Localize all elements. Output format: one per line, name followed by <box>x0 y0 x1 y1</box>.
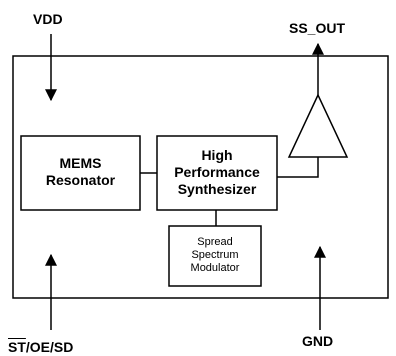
mems-resonator-label: MEMS Resonator <box>21 155 140 189</box>
mems-line2: Resonator <box>45 172 116 188</box>
ssm-line3: Modulator <box>190 262 240 274</box>
ssm-label: Spread Spectrum Modulator <box>169 236 261 275</box>
synth-to-buffer-wire <box>277 157 319 178</box>
synthesizer-label: High Performance Synthesizer <box>157 147 277 198</box>
triangle-buffer-icon <box>287 93 349 158</box>
chip-outline <box>12 55 389 299</box>
synth-line3: Synthesizer <box>177 181 257 197</box>
synth-line1: High <box>201 147 233 163</box>
ssm-line2: Spectrum <box>191 249 239 261</box>
oe-sd-text: /OE/SD <box>25 339 74 355</box>
st-overline-text: ST <box>8 339 26 355</box>
synthesizer-block <box>156 135 278 211</box>
spread-spectrum-modulator-block <box>168 225 262 287</box>
mems-line1: MEMS <box>59 155 102 171</box>
st-oe-sd-label: ST/OE/SD <box>8 340 73 354</box>
synth-line2: Performance <box>174 164 260 180</box>
ss-out-label: SS_OUT <box>289 20 346 36</box>
gnd-label: GND <box>302 333 334 349</box>
ssm-line1: Spread <box>197 236 233 248</box>
mems-resonator-block <box>20 135 141 211</box>
vdd-label: VDD <box>33 11 63 27</box>
